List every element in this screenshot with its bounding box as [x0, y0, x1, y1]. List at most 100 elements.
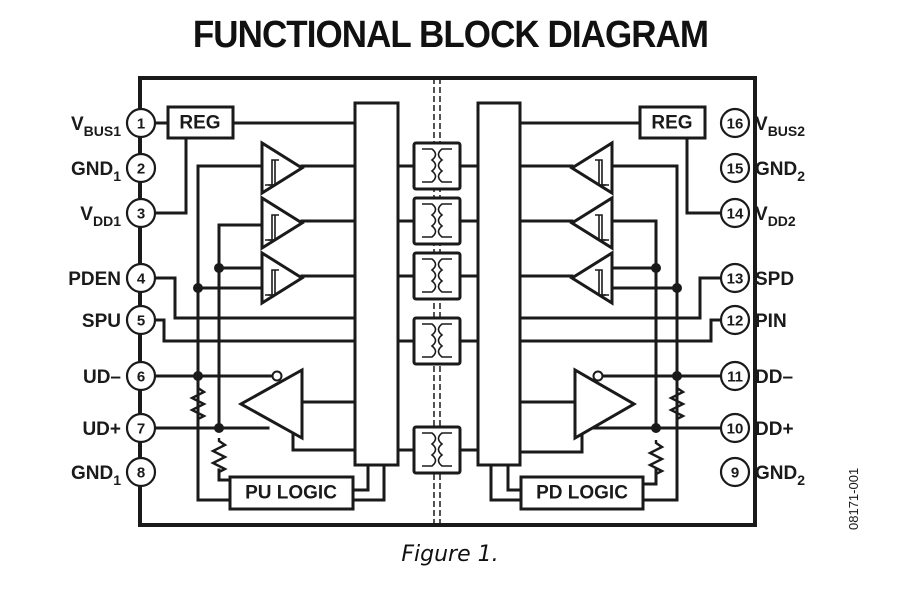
pin-number: 9 [731, 465, 739, 482]
pin-circle [125, 360, 157, 392]
pin-3: 3 VDD1 [80, 197, 157, 229]
diagram-title: FUNCTIONAL BLOCK DIAGRAM [192, 14, 709, 56]
pin-5: 5 SPU [82, 304, 157, 336]
transformer-links [396, 164, 480, 452]
figure-caption: Figure 1. [401, 542, 499, 567]
junction-dot [672, 283, 682, 293]
pu-logic-block [228, 475, 355, 511]
pin-number: 16 [727, 116, 744, 133]
pin-7: 7 UD+ [82, 412, 157, 444]
pin-circle [719, 197, 751, 229]
pin-circle [719, 456, 751, 488]
pin-circle [719, 412, 751, 444]
junction-dot [214, 423, 224, 433]
pin-number: 13 [727, 271, 744, 288]
junction-dot [193, 283, 203, 293]
pin-number: 1 [137, 116, 145, 133]
pin-11: 11 DD– [719, 360, 793, 392]
pin-number: 3 [137, 206, 145, 223]
package-outline [138, 76, 757, 527]
schmitt-buffer-icon [260, 140, 305, 196]
pin-label: VBUS1 [71, 114, 121, 139]
pin-label: PDEN [68, 269, 121, 290]
pin-circle [125, 304, 157, 336]
pin-label: GND1 [71, 463, 121, 488]
pin-8: 8 GND1 [71, 456, 157, 488]
pin-circle [719, 262, 751, 294]
resistor-icon [647, 440, 665, 476]
pin-label: DD+ [755, 419, 794, 440]
junction-dot [672, 371, 682, 381]
resistor-icon [189, 385, 207, 422]
transformer-icon [412, 316, 462, 366]
pin-number: 4 [137, 271, 146, 288]
pin-number: 10 [727, 421, 744, 438]
pin-number: 11 [727, 369, 743, 386]
pin-15: 15 GND2 [719, 152, 805, 184]
junction-dot [193, 371, 203, 381]
left-encoder-block [353, 101, 400, 467]
pin-number: 8 [137, 465, 145, 482]
pin-12: 12 PIN [719, 304, 787, 336]
pin-6: 6 UD– [83, 360, 157, 392]
resistor-icon [210, 438, 228, 474]
pin-number: 15 [727, 161, 744, 178]
regulator-block-right [638, 105, 707, 140]
pin-label: GND1 [71, 159, 121, 184]
pin-label: UD+ [82, 419, 121, 440]
pin-16: 16 VBUS2 [719, 107, 805, 139]
pin-circle [719, 107, 751, 139]
differential-receiver-icon [237, 367, 304, 441]
pin-label: UD– [83, 367, 121, 388]
pin-13: 13 SPD [719, 262, 794, 294]
pin-number: 5 [137, 313, 145, 330]
schmitt-buffer-icon [569, 195, 614, 251]
pin-9: 9 GND2 [719, 456, 805, 488]
left-wiring [153, 121, 386, 502]
pin-number: 2 [137, 161, 145, 178]
pin-label: VDD1 [80, 204, 121, 229]
regulator-label-right: REG [651, 113, 692, 134]
pin-circle [125, 456, 157, 488]
pd-logic-label: PD LOGIC [536, 483, 628, 504]
pin-circle [125, 152, 157, 184]
pu-logic-label: PU LOGIC [245, 483, 337, 504]
regulator-label-left: REG [179, 113, 220, 134]
pin-circle [719, 304, 751, 336]
pin-circle [719, 360, 751, 392]
differential-driver-icon [573, 367, 638, 441]
pin-2: 2 GND1 [71, 152, 157, 184]
pin-circle [719, 152, 751, 184]
pin-label: VBUS2 [755, 114, 805, 139]
pin-circle [125, 412, 157, 444]
transformer-icon [412, 251, 462, 301]
pin-label: DD– [755, 367, 793, 388]
pin-label: VDD2 [755, 204, 796, 229]
pin-label: GND2 [755, 463, 805, 488]
pin-number: 6 [137, 369, 145, 386]
right-decoder-block [476, 101, 522, 467]
pin-label: GND2 [755, 159, 805, 184]
junction-dot [214, 263, 224, 273]
resistor-icon [668, 385, 686, 422]
pin-label: SPD [755, 269, 794, 290]
pin-1: 1 VBUS1 [71, 107, 157, 139]
pd-logic-block [519, 475, 645, 511]
pin-circle [125, 262, 157, 294]
pin-label: SPU [82, 311, 121, 332]
pin-4: 4 PDEN [68, 262, 157, 294]
pin-10: 10 DD+ [719, 412, 794, 444]
schmitt-buffer-icon [260, 250, 305, 306]
schmitt-buffer-icon [569, 250, 614, 306]
pin-circle [125, 197, 157, 229]
junction-dot [651, 423, 661, 433]
transformer-icon [412, 425, 462, 475]
pin-number: 7 [137, 421, 145, 438]
pin-label: PIN [755, 311, 787, 332]
schmitt-buffer-icon [569, 140, 614, 196]
pin-number: 12 [727, 313, 744, 330]
transformer-icon [412, 141, 462, 191]
pin-circle [125, 107, 157, 139]
